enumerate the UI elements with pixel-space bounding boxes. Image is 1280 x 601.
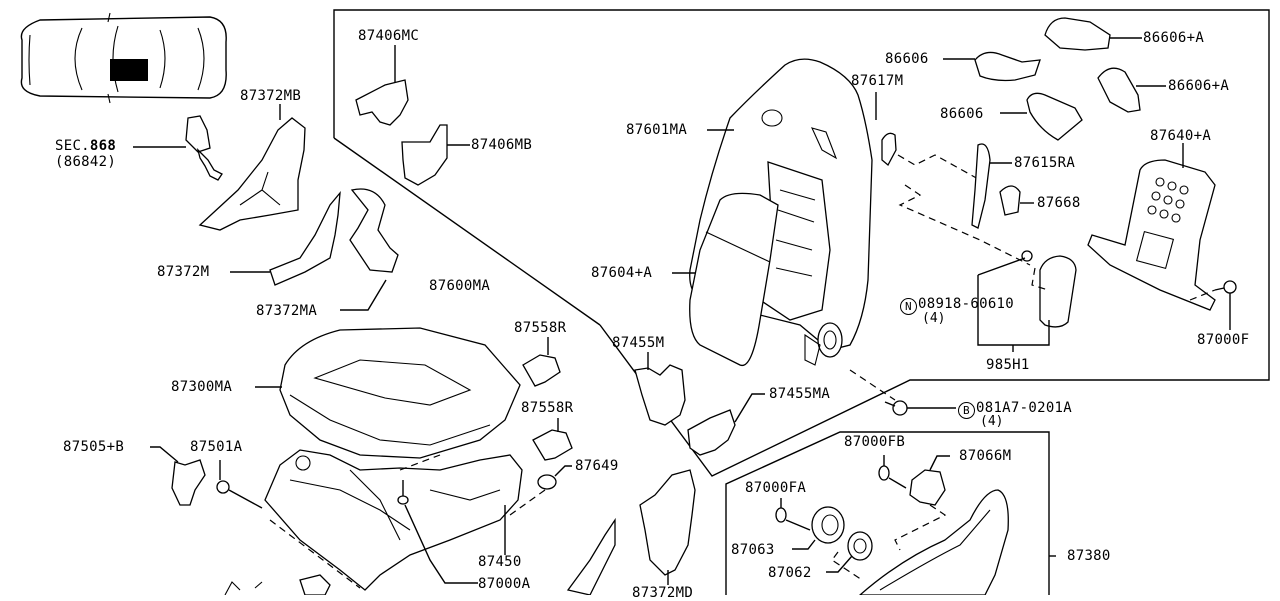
knob-87063-part [792, 506, 845, 550]
bracket-87406MB-part [401, 124, 470, 186]
bolt-87000FB-part [878, 455, 907, 489]
label-87601MA[interactable]: 87601MA [626, 122, 688, 138]
bolt-87000FA-part [775, 498, 811, 531]
bracket-87406MC-part [355, 45, 409, 126]
label-87600MA[interactable]: 87600MA [429, 278, 491, 294]
seat-back-cushion-87604A-part [672, 129, 779, 367]
section-reference-label[interactable]: SEC.868 [55, 139, 116, 154]
trim-87372MD-part [566, 469, 696, 595]
label-87668[interactable]: 87668 [1037, 195, 1081, 211]
cap-87649-part [509, 465, 572, 516]
headrest-guide-86606A-lower-part [1097, 67, 1166, 113]
knob-87062-part [826, 531, 873, 581]
label-87372M[interactable]: 87372M [157, 264, 210, 280]
label-86606A-lower[interactable]: 86606+A [1168, 78, 1230, 94]
partial-bracket-part [224, 574, 331, 595]
label-87380[interactable]: 87380 [1067, 548, 1111, 564]
cover-87617M-part [875, 92, 981, 181]
headrest-guide-86606-lower-part [1000, 92, 1083, 141]
label-87501A[interactable]: 87501A [190, 439, 243, 455]
part-number: 08918-60610 [918, 296, 1015, 312]
label-86606-lower[interactable]: 86606 [940, 106, 984, 122]
label-081A7-quantity: (4) [980, 414, 1004, 429]
label-87450[interactable]: 87450 [478, 554, 522, 570]
part-number: 081A7-0201A [976, 400, 1073, 416]
label-87063[interactable]: 87063 [731, 542, 775, 558]
headrest-guide-86606A-part [1044, 17, 1142, 51]
knob-87668-part [999, 185, 1034, 216]
bracket-87455M-part [634, 352, 686, 426]
headrest-guide-86606-part [943, 51, 1041, 82]
label-87372MA[interactable]: 87372MA [256, 303, 318, 319]
seat-frame-87450-part [264, 449, 523, 591]
side-trim-87380-part [859, 489, 1009, 595]
label-87066M[interactable]: 87066M [959, 448, 1012, 464]
label-87649[interactable]: 87649 [575, 458, 619, 474]
bolt-87000A-part [397, 480, 478, 584]
cover-87505B-part [150, 446, 206, 506]
trim-87372M-part [230, 190, 341, 286]
seat-cushion-87300MA-part [255, 327, 521, 459]
bolt-081A7-part [849, 369, 956, 416]
bolt-87501A-part [216, 460, 263, 509]
label-87406MC[interactable]: 87406MC [358, 28, 420, 44]
label-87300MA[interactable]: 87300MA [171, 379, 233, 395]
seatbelt-buckle-part [133, 115, 223, 181]
label-87406MB[interactable]: 87406MB [471, 137, 533, 153]
label-86606-upper[interactable]: 86606 [885, 51, 929, 67]
label-87558R-lower[interactable]: 87558R [521, 400, 574, 416]
label-87000F[interactable]: 87000F [1197, 332, 1250, 348]
label-87000FA[interactable]: 87000FA [745, 480, 807, 496]
section-number: 868 [89, 138, 117, 154]
label-08918-quantity: (4) [922, 311, 946, 326]
bracket-87455MA-part [687, 393, 765, 456]
label-87617M[interactable]: 87617M [851, 73, 904, 89]
trim-87615RA-part [898, 143, 1031, 266]
section-subreference: (86842) [55, 154, 117, 170]
nut-symbol-icon: N [900, 298, 917, 315]
seat-switch-group-frame [725, 431, 1056, 595]
clip-87558R-upper-part [522, 337, 561, 387]
label-86606A-upper[interactable]: 86606+A [1143, 30, 1205, 46]
bolt-87000F-part [1189, 280, 1237, 330]
label-87604A[interactable]: 87604+A [591, 265, 653, 281]
switch-87066M-part [894, 455, 950, 551]
label-87000FB[interactable]: 87000FB [844, 434, 906, 450]
label-87640A[interactable]: 87640+A [1150, 128, 1212, 144]
label-87062[interactable]: 87062 [768, 565, 812, 581]
label-87372MD[interactable]: 87372MD [632, 585, 694, 601]
section-prefix: SEC. [55, 138, 90, 154]
recliner-bracket-part [804, 322, 843, 366]
trim-87372MA-part [340, 188, 399, 311]
label-87372MB[interactable]: 87372MB [240, 88, 302, 104]
vehicle-top-view-icon [20, 12, 227, 104]
seat-back-group-frame [333, 9, 1270, 477]
label-87455MA[interactable]: 87455MA [769, 386, 831, 402]
label-87615RA[interactable]: 87615RA [1014, 155, 1076, 171]
label-87505B[interactable]: 87505+B [63, 439, 125, 455]
label-87455M[interactable]: 87455M [612, 335, 665, 351]
trim-87372MB-part [198, 104, 306, 231]
sensor-985H1-part [977, 250, 1077, 352]
clip-87558R-lower-part [532, 418, 573, 461]
label-87558R-upper[interactable]: 87558R [514, 320, 567, 336]
label-87000A[interactable]: 87000A [478, 576, 531, 592]
bolt-symbol-icon: B [958, 402, 975, 419]
label-985H1[interactable]: 985H1 [986, 357, 1030, 373]
back-panel-87640A-part [1087, 143, 1216, 311]
